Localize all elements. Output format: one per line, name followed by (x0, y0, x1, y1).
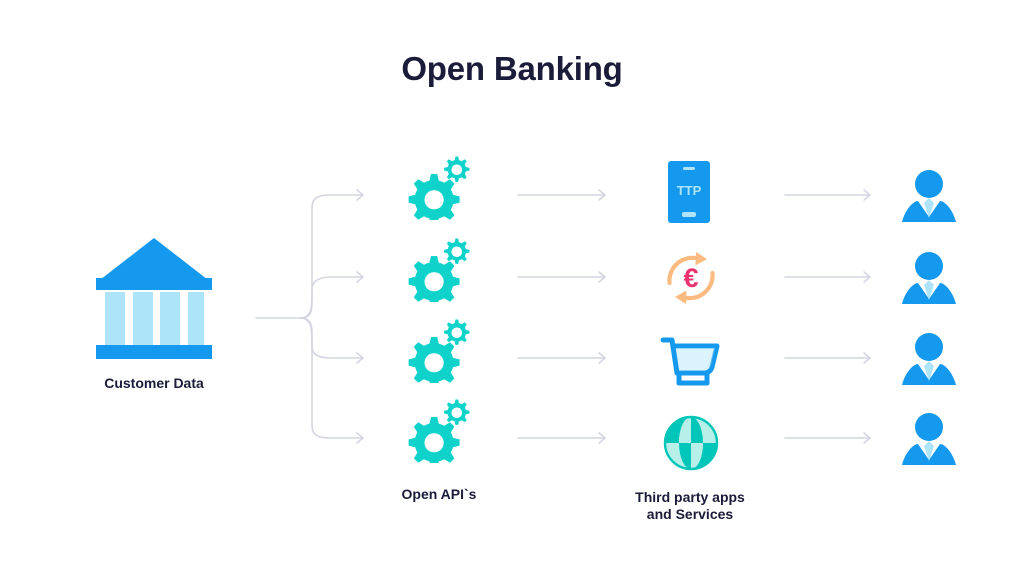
phone-screen-text: TTP (677, 183, 702, 198)
page-title: Open Banking (401, 50, 623, 87)
app-to-user-arrowheads (863, 189, 871, 444)
gears-icon (408, 148, 480, 225)
bank-icon (93, 235, 215, 360)
user-person-icon (901, 411, 957, 467)
third-party-label: Third party apps and Services (600, 489, 780, 523)
user-person-icon (901, 250, 957, 306)
gears-icon (408, 391, 480, 468)
third-party-label-line2: and Services (646, 506, 734, 522)
gears-icon (408, 230, 480, 307)
mobile-phone-icon: TTP (668, 161, 710, 223)
gears-icon (408, 311, 480, 388)
arrows-app-to-user (784, 194, 870, 439)
globe-icon (662, 414, 720, 472)
api-to-app-arrowheads (598, 189, 606, 444)
customer-data-label: Customer Data (104, 375, 204, 391)
shopping-cart-icon (660, 335, 722, 387)
branching-connector (255, 194, 363, 439)
arrows-api-to-app (517, 194, 605, 439)
euro-exchange-icon: € (662, 249, 720, 307)
user-person-icon (901, 168, 957, 224)
open-apis-label: Open API`s (401, 486, 477, 502)
euro-symbol: € (683, 263, 698, 293)
branch-arrowheads (356, 189, 364, 444)
third-party-label-line1: Third party apps (635, 489, 745, 505)
user-person-icon (901, 331, 957, 387)
